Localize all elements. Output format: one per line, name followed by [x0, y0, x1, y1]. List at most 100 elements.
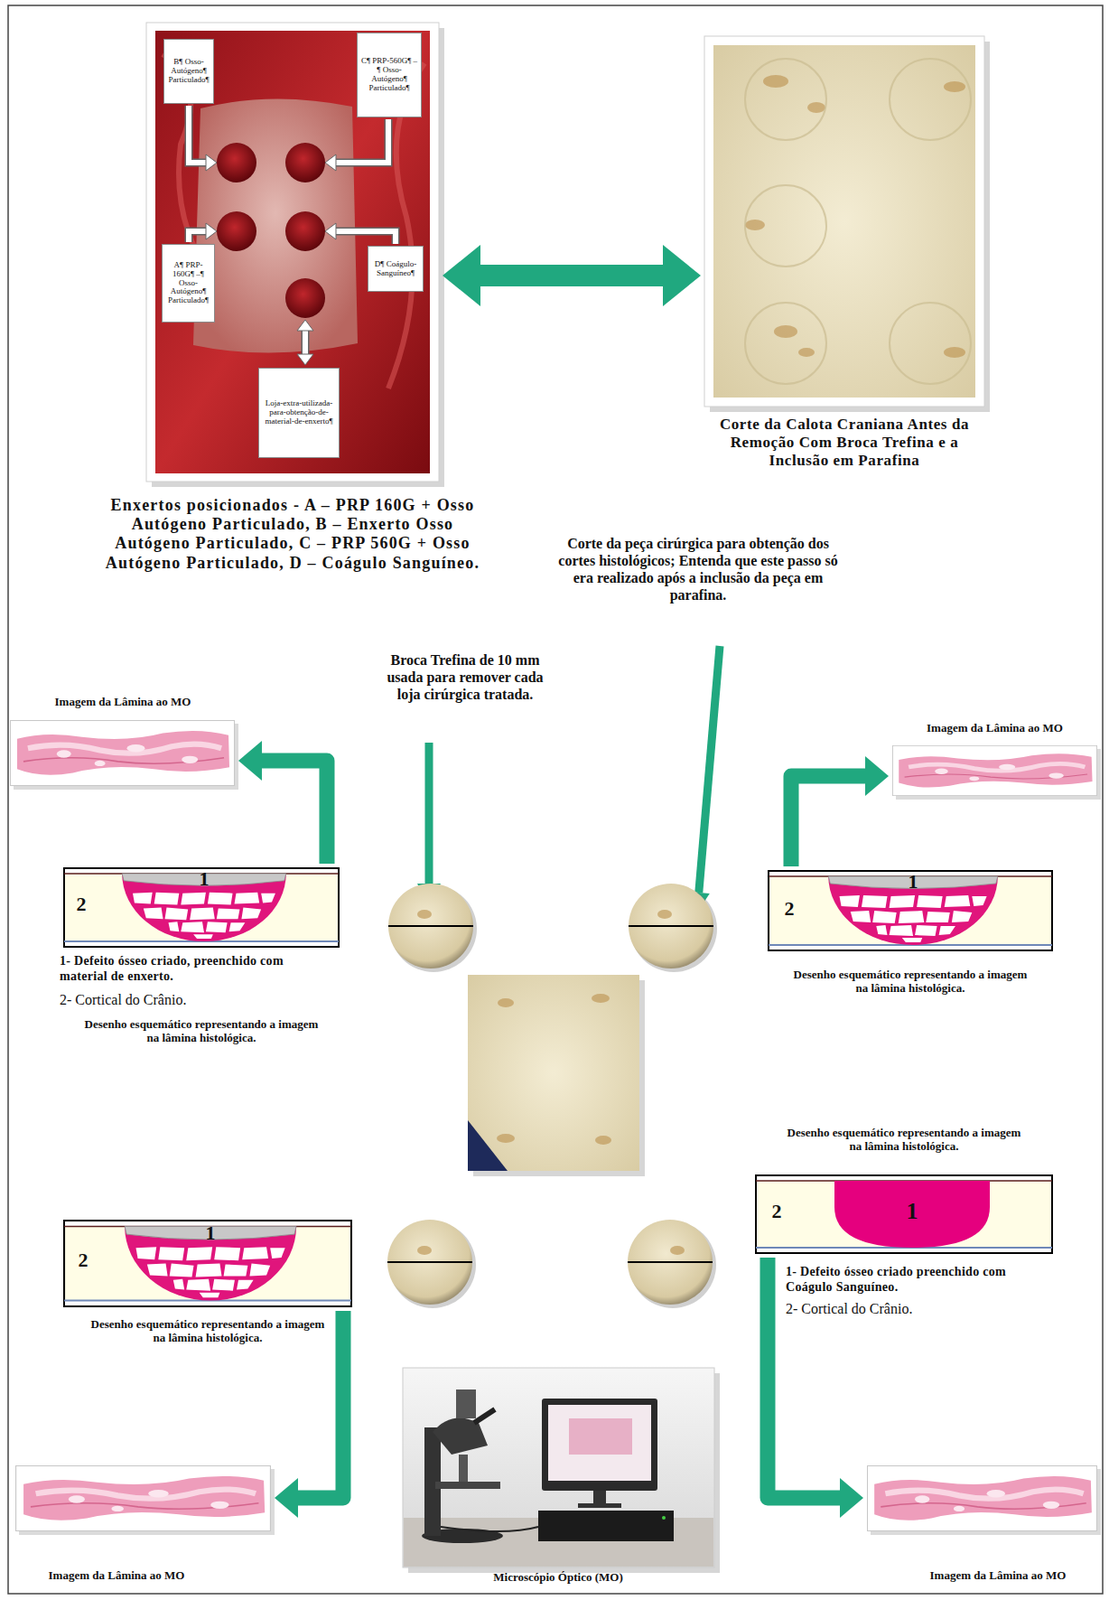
schematic-drawing [64, 1220, 352, 1306]
surgery-photo [297, 319, 314, 331]
center-photo [497, 997, 514, 1007]
microscope-photo-image [577, 1502, 622, 1508]
outer-border [8, 5, 1103, 1594]
caption-text: 2- Cortical do Crânio. [59, 991, 331, 1009]
thin-arrow [425, 742, 434, 886]
microscope-photo-image [456, 1388, 476, 1418]
surgery-photo [285, 278, 326, 318]
surgery-photo [325, 223, 336, 240]
microscope-photo-image [568, 1417, 633, 1454]
calvaria-photo [704, 36, 990, 412]
calvaria-photo [889, 58, 971, 140]
surgery-photo [188, 231, 206, 243]
connector-line [767, 1257, 841, 1498]
connector-arrow [767, 1257, 864, 1518]
surgery-photo [335, 119, 389, 163]
surgery-photo [335, 119, 389, 163]
callout-number: 1 [195, 866, 214, 891]
microscope-photo-image [593, 1490, 606, 1505]
bone-disc [627, 1260, 713, 1263]
center-photo [467, 974, 640, 1171]
surgery-photo [193, 98, 358, 353]
connector-arrow [238, 740, 327, 864]
note-text: Corte da peça cirúrgica para obtenção do… [552, 535, 844, 605]
photo-label-box: B¶ Osso-Autógeno¶ Particulado¶ [163, 38, 215, 104]
bone-disc [670, 1245, 685, 1255]
surgery-photo [146, 22, 439, 482]
photo-caption: Microscópio Óptico (MO) [467, 1569, 649, 1584]
surgery-photo [302, 328, 308, 355]
surgery-photo [151, 27, 445, 487]
connector-arrow [442, 244, 701, 307]
bone-disc [628, 883, 714, 969]
histology-slide-image [9, 720, 1101, 1535]
microscope-photo: Microscópio Óptico (MO) [402, 1367, 715, 1567]
histology-slide-image [892, 745, 1097, 795]
arrow-head [274, 1477, 299, 1518]
histology-slide: Imagem da Lâmina ao MO [9, 719, 235, 786]
callout-number: 2 [780, 896, 799, 921]
figure-caption: Enxertos posicionados - A – PRP 160G + O… [96, 495, 489, 573]
schematic-drawing [64, 867, 1053, 1306]
surgery-photo [146, 22, 445, 487]
connector-line [297, 1310, 344, 1498]
schematic-box: 12Desenho esquemático representando a im… [767, 869, 1054, 951]
surgery-photo [155, 30, 430, 474]
center-photo [467, 1119, 508, 1171]
calvaria-photo [709, 41, 990, 412]
schematic-drawing [755, 1174, 1053, 1253]
calvaria-photo [745, 58, 827, 140]
photo-label: C¶ PRP-560G¶ –¶ Osso-Autógeno¶ Particula… [359, 56, 420, 94]
calvaria-photo [745, 58, 971, 384]
callout-number: 1 [903, 869, 923, 894]
bone-disc [417, 909, 432, 919]
calvaria-photo [943, 346, 966, 358]
photo-label: B¶ Osso-Autógeno¶ Particulado¶ [166, 57, 212, 85]
photo-frame: Enxertos posicionados - A – PRP 160G + O… [146, 22, 439, 482]
schematic-drawing [64, 867, 339, 947]
photo-label-box: Loja-extra-utilizada-para-obtenção-de-ma… [258, 367, 340, 458]
arrow-head [839, 1477, 864, 1518]
calvaria-photo [745, 302, 827, 384]
surgery-photo [285, 142, 326, 183]
histology-slide: Imagem da Lâmina ao MO [892, 745, 1098, 796]
photo-label: A¶ PRP-160G¶ –¶ Osso-Autógeno¶ Particula… [164, 260, 213, 306]
surgery-photo [335, 231, 396, 244]
calvaria-photo [798, 347, 815, 357]
callout-number: 2 [767, 1199, 786, 1223]
surgery-photo [188, 105, 206, 163]
microscope-photo-image [435, 1481, 501, 1489]
surgery-photo [285, 211, 326, 252]
bone-disc [387, 1260, 473, 1263]
caption-text: 1- Defeito ósseo criado preenchido com C… [785, 1264, 1035, 1295]
arrow-head [442, 244, 481, 307]
connector-line [479, 264, 664, 287]
schematic-box: 121- Defeito ósseo criado, preenchido co… [63, 866, 340, 948]
calvaria-photo [745, 185, 827, 267]
note-text: Broca Trefina de 10 mm usada para remove… [383, 652, 547, 704]
calvaria-photo [943, 81, 966, 93]
callout-number: 1 [900, 1197, 924, 1226]
caption-text: 1- Defeito ósseo criado, preenchido com … [59, 953, 317, 984]
bone-disc [387, 1219, 473, 1305]
calvaria-photo [807, 102, 826, 113]
surgery-photo [297, 354, 314, 365]
surgery-photo [205, 223, 217, 240]
bone-disc [657, 909, 672, 919]
surgery-photo [188, 231, 206, 243]
outer-border [8, 5, 1103, 1594]
calvaria-photo [704, 36, 985, 407]
caption-text: Desenho esquemático representando a imag… [81, 1016, 322, 1045]
microscope-photo-image [538, 1509, 674, 1541]
microscope-photo-image [548, 1404, 652, 1481]
microscope-photo-image [402, 1367, 720, 1573]
surgery-photo [188, 105, 396, 355]
center-photo [595, 1135, 612, 1145]
caption-text: Desenho esquemático representando a imag… [792, 967, 1028, 996]
histology-slide: Imagem da Lâmina ao MO [866, 1464, 1098, 1531]
connector-line [260, 760, 327, 864]
photo-label-box: C¶ PRP-560G¶ –¶ Osso-Autógeno¶ Particula… [356, 32, 422, 118]
callout-number: 2 [74, 1248, 93, 1272]
photo-label: D¶ Coágulo-Sanguíneo¶ [370, 260, 421, 279]
